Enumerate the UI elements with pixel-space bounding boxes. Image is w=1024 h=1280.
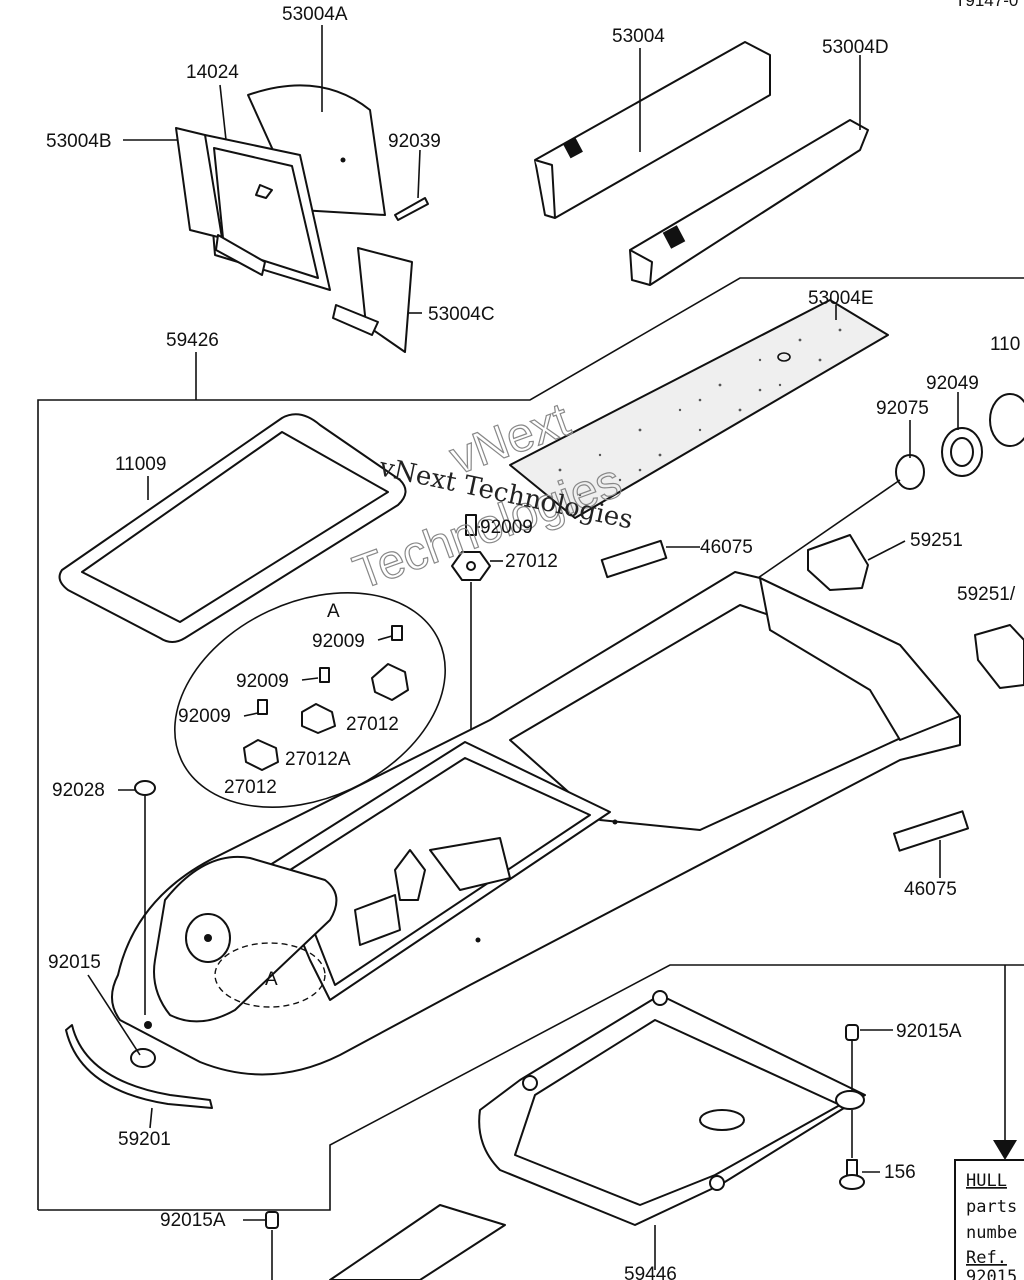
seal-parts (754, 393, 1024, 581)
note-line5: 92015 (966, 1267, 1017, 1280)
label-46075-bottom: 46075 (904, 879, 957, 900)
label-27012-a: 27012 (346, 714, 399, 735)
label-59426: 59426 (166, 330, 219, 351)
seat-pads (534, 41, 869, 286)
label-53004A: 53004A (282, 4, 348, 25)
brackets-59251 (807, 534, 1024, 689)
hull-frame (37, 277, 1024, 1210)
label-14024: 14024 (186, 62, 239, 83)
pad-46075-top (600, 539, 668, 579)
seat-cover-group (175, 84, 429, 353)
label-59251A: 59251/ (957, 584, 1016, 605)
label-92015A-top: 92015A (896, 1021, 962, 1042)
label-59251: 59251 (910, 530, 963, 551)
label-27012-top: 27012 (505, 551, 558, 572)
label-59201: 59201 (118, 1129, 171, 1150)
detail-A-oval (174, 592, 446, 808)
label-92009-b: 92009 (236, 671, 289, 692)
label-92039: 92039 (388, 131, 441, 152)
mat-53004E (509, 299, 889, 519)
corner-code: T9147-0 (955, 0, 1018, 10)
label-92049: 92049 (926, 373, 979, 394)
gasket-11009 (58, 413, 407, 643)
label-53004B: 53004B (46, 131, 112, 152)
pad-46075-bottom (892, 810, 970, 852)
label-59446: 59446 (624, 1264, 677, 1280)
label-53004E: 53004E (808, 288, 874, 309)
leader-lines (87, 25, 959, 1280)
label-92015A-bottom: 92015A (160, 1210, 226, 1231)
note-line4: Ref. (966, 1248, 1007, 1268)
note-line3: numbe (966, 1223, 1017, 1243)
label-92009-c: 92009 (178, 706, 231, 727)
detail-A-parts (243, 625, 409, 771)
label-46075-top: 46075 (700, 537, 753, 558)
label-27012A: 27012A (285, 749, 351, 770)
label-110: 110 (990, 334, 1020, 355)
label-156: 156 (884, 1162, 916, 1183)
bottom-strip (329, 1204, 506, 1280)
label-53004C: 53004C (428, 304, 495, 325)
label-11009: 11009 (115, 454, 166, 475)
grommet-92028 (134, 780, 156, 1015)
hull-body (111, 571, 961, 1076)
label-92075: 92075 (876, 398, 929, 419)
hull-frame-lower (38, 964, 1024, 1211)
callout-labels: 53004A 14024 53004B 92039 53004C 53004 5… (46, 4, 1020, 1280)
note-line2: parts (966, 1197, 1017, 1217)
label-detail-A: A (327, 601, 340, 622)
note-line1: HULL (966, 1171, 1007, 1191)
label-92009-top: 92009 (480, 517, 533, 538)
label-53004: 53004 (612, 26, 665, 47)
label-92015: 92015 (48, 952, 101, 973)
note-box: HULL parts numbe Ref. 92015 (954, 1159, 1024, 1280)
label-53004D: 53004D (822, 37, 889, 58)
label-92028: 92028 (52, 780, 105, 801)
label-27012-b: 27012 (224, 777, 277, 798)
strip-59201 (65, 1024, 213, 1109)
bolt-156 (839, 1024, 865, 1190)
plate-59446 (478, 990, 866, 1226)
note-arrow (993, 965, 1017, 1160)
label-hull-A: A (265, 969, 278, 990)
label-92009-a: 92009 (312, 631, 365, 652)
nut-92015A-bottom (265, 1211, 279, 1229)
